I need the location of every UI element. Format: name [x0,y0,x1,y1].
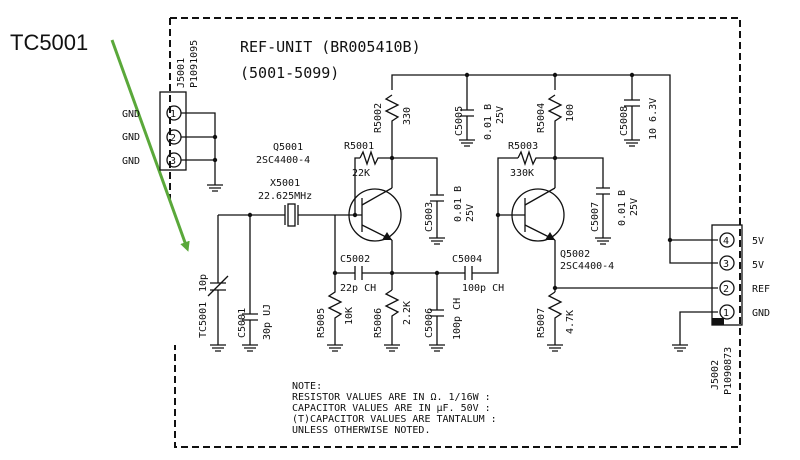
r5007-value: 4.7K [565,310,576,334]
c5002-value: 22p CH [340,283,376,294]
note-line-3: (T)CAPACITOR VALUES ARE TANTALUM : [292,414,497,425]
tc5001-ref: TC5001 [198,302,209,338]
r5007-ref: R5007 [536,308,547,338]
r5004-value: 100 [565,104,576,122]
c5005-rating: 25V [495,106,506,124]
r5002-value: 330 [402,107,413,125]
j5002-num-3: 2 [723,284,729,295]
connector-j5001: 1 2 3 GND GND GND J5001 P1091095 [122,40,223,192]
c5002-ref: C5002 [340,254,370,265]
j5002-pin-label-1: 5V [752,236,764,247]
j5001-pin1-num: 1 [170,109,176,120]
c5005-value: 0.01 B [483,104,494,140]
transistor-q5002 [511,187,565,242]
j5002-ref: J5002 [710,360,721,390]
q5001-value: 2SC4400-4 [256,155,310,166]
c5006-value: 100p CH [452,298,463,340]
j5002-part: P1090873 [723,347,734,395]
r5001-value: 22K [352,168,370,179]
c5003-rating: 25V [465,204,476,222]
j5001-pin3-label: GND [122,156,140,167]
c5007-rating: 25V [629,198,640,216]
x5001-value: 22.625MHz [258,191,312,202]
j5001-pin3-num: 3 [170,156,176,167]
r5004-ref: R5004 [536,103,547,133]
j5002-num-2: 3 [723,259,729,270]
c5007-value: 0.01 B [617,190,628,226]
r5005-value: 10K [344,307,355,325]
crystal-x5001 [284,203,299,227]
c5003-value: 0.01 B [453,186,464,222]
j5001-pin2-num: 2 [170,133,176,144]
callout-label: TC5001 [10,30,88,55]
note-heading: NOTE: [292,381,322,392]
q5002-ref: Q5002 [560,249,590,260]
c5006-ref: C5006 [424,308,435,338]
j5002-num-4: 1 [723,308,729,319]
c5008-value: 10 6.3V [648,98,659,140]
r5006-ref: R5006 [373,308,384,338]
c5004-ref: C5004 [452,254,482,265]
j5002-pin-label-3: REF [752,284,770,295]
j5002-num-1: 4 [723,236,729,247]
j5002-pin-label-4: GND [752,308,770,319]
c5005-ref: C5005 [454,106,465,136]
r5003-ref: R5003 [508,141,538,152]
c5007-ref: C5007 [590,202,601,232]
c5003-ref: C5003 [424,202,435,232]
q5001-ref: Q5001 [273,142,303,153]
connector-j5002: 4 3 2 1 5V 5V REF GND J5002 P1090873 [710,224,770,395]
x5001-ref: X5001 [270,178,300,189]
tc5001-value: 10p [198,274,209,292]
c5008-ref: C5008 [619,106,630,136]
title-line2: (5001-5099) [240,64,339,82]
note-line-1: RESISTOR VALUES ARE IN Ω. 1/16W : [292,392,491,403]
note-line-2: CAPACITOR VALUES ARE IN μF. 50V : [292,403,491,414]
j5001-part: P1091095 [189,40,200,88]
note-block: NOTE: RESISTOR VALUES ARE IN Ω. 1/16W : … [292,381,497,436]
c5004-value: 100p CH [462,283,504,294]
r5001-ref: R5001 [344,141,374,152]
callout-arrow [110,39,190,252]
j5001-pin2-label: GND [122,132,140,143]
r5002-ref: R5002 [373,103,384,133]
c5001-value: 30p UJ [262,304,273,340]
q5002-value: 2SC4400-4 [560,261,614,272]
j5002-pin-label-2: 5V [752,260,764,271]
c5001-ref: C5001 [237,308,248,338]
title-line1: REF-UNIT (BR005410B) [240,38,421,56]
r5006-value: 2.2K [402,301,413,325]
unit-border [169,17,741,448]
note-line-4: UNLESS OTHERWISE NOTED. [292,425,430,436]
r5003-value: 330K [510,168,534,179]
j5001-ref: J5001 [176,58,187,88]
j5001-pin1-label: GND [122,109,140,120]
r5005-ref: R5005 [316,308,327,338]
